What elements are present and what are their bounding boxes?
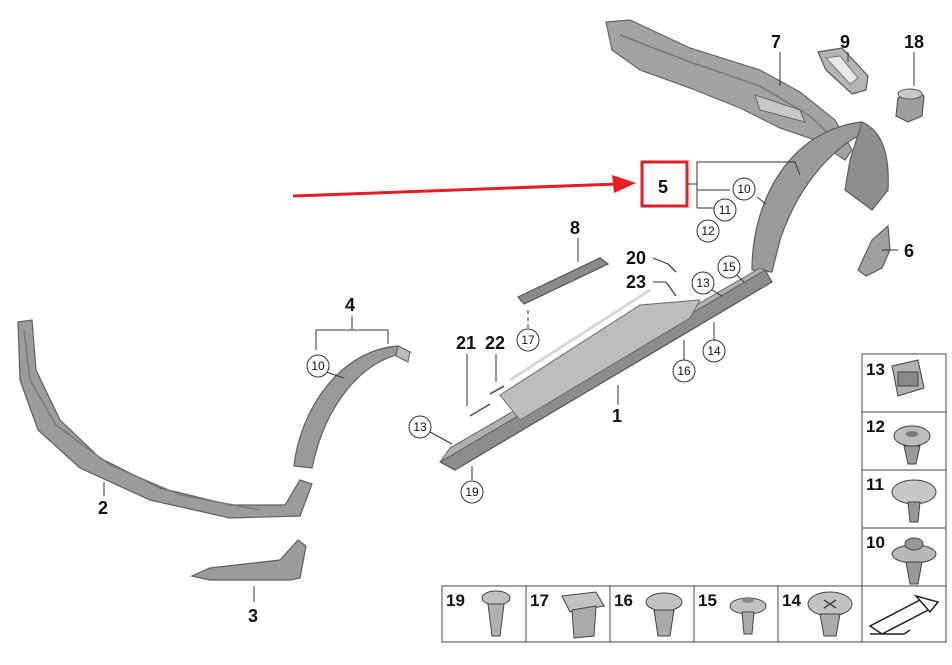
callout-6: 6 <box>904 241 914 261</box>
svg-text:10: 10 <box>311 359 325 373</box>
leader-20 <box>652 257 669 265</box>
clip-nut-icon <box>891 359 925 397</box>
circle-16: 16 <box>672 359 696 383</box>
legend-16-label: 16 <box>614 591 633 610</box>
callout-1: 1 <box>612 406 622 426</box>
callout-21: 21 <box>456 333 476 353</box>
svg-text:17: 17 <box>521 333 535 347</box>
push-rivet-icon <box>893 425 931 465</box>
fir-tree-clip-icon <box>891 537 937 585</box>
legend-14-label: 14 <box>782 591 801 610</box>
legend-15-label: 15 <box>698 591 717 610</box>
circle-10-arch4: 10 <box>306 354 330 378</box>
part-8-strip <box>517 257 610 305</box>
legend-right: 13 12 11 10 <box>861 353 947 587</box>
legend-12-label: 12 <box>866 417 885 436</box>
expanding-rivet-icon <box>481 590 511 637</box>
callout-4: 4 <box>345 295 355 315</box>
callout-5: 5 <box>658 177 668 197</box>
callout-9: 9 <box>840 32 850 52</box>
circle-13-top: 13 <box>691 271 715 295</box>
legend-10-label: 10 <box>866 533 885 552</box>
callout-7: 7 <box>771 32 781 52</box>
callout-2: 2 <box>98 498 108 518</box>
circle-15: 15 <box>717 255 741 279</box>
stud-clip-icon <box>729 597 767 635</box>
leader-13-left <box>429 431 453 445</box>
part-23-shim <box>665 281 677 297</box>
callout-20: 20 <box>626 248 646 268</box>
svg-text:10: 10 <box>737 182 751 196</box>
legend-11-label: 11 <box>866 475 884 494</box>
circle-12: 12 <box>696 219 720 243</box>
circle-11: 11 <box>713 198 737 222</box>
circle-17-part: 17 <box>516 328 540 352</box>
leader-13-top <box>711 289 723 297</box>
part-3-corner-trim <box>190 539 307 581</box>
part-21-shim <box>469 403 491 417</box>
direction-arrow-icon <box>868 594 940 635</box>
part-4-front-wheel-arch <box>293 345 413 469</box>
part-2-front-trim <box>17 319 313 519</box>
svg-text:11: 11 <box>719 203 732 217</box>
bracket-5 <box>687 161 801 209</box>
svg-text:12: 12 <box>701 224 715 238</box>
part-9-grille <box>817 47 869 95</box>
square-clip-icon <box>561 591 605 639</box>
callout-23: 23 <box>626 272 646 292</box>
part-18-cap <box>895 88 925 123</box>
leader-15 <box>736 274 745 283</box>
part-5-rear-wheel-arch <box>751 121 889 273</box>
part-1-side-sill <box>438 267 773 471</box>
svg-text:15: 15 <box>722 260 736 274</box>
legend-17-label: 17 <box>530 591 549 610</box>
callout-3: 3 <box>248 606 258 626</box>
bracket-4 <box>315 316 389 379</box>
svg-text:19: 19 <box>465 485 479 499</box>
circle-10-arch5: 10 <box>732 177 756 201</box>
round-clip-icon <box>645 592 683 637</box>
circle-14: 14 <box>702 339 726 363</box>
part-6-flap <box>857 224 891 277</box>
red-arrow-icon <box>292 175 636 198</box>
circle-19-part: 19 <box>460 480 484 504</box>
callout-22: 22 <box>485 333 505 353</box>
svg-text:13: 13 <box>696 276 710 290</box>
circle-13-left: 13 <box>408 415 432 439</box>
svg-text:14: 14 <box>707 344 721 358</box>
legend-13-label: 13 <box>866 360 885 379</box>
callout-8: 8 <box>570 218 580 238</box>
part-7-trim <box>605 19 853 161</box>
legend-19-label: 19 <box>446 591 465 610</box>
legend-bottom: 19 17 16 15 14 <box>441 585 947 643</box>
callout-18: 18 <box>904 32 924 52</box>
part-20-shim <box>667 263 677 273</box>
screw-clip-icon <box>807 591 853 637</box>
svg-text:16: 16 <box>677 364 691 378</box>
mushroom-clip-icon <box>891 479 937 523</box>
part-22-shim <box>489 385 505 395</box>
svg-text:13: 13 <box>413 420 427 434</box>
